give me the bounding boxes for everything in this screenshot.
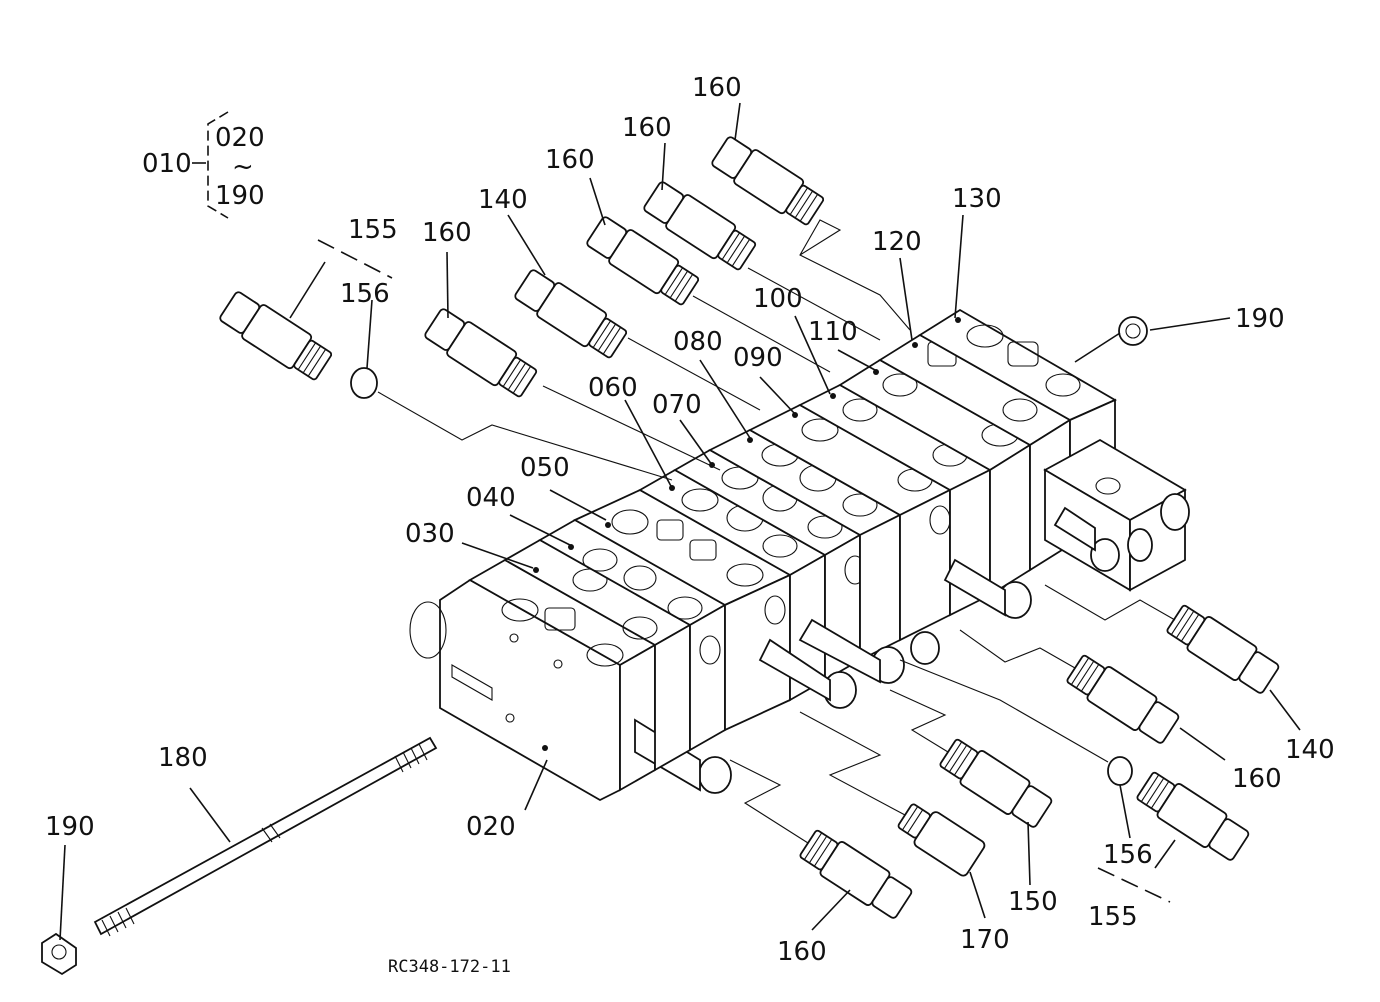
callout-120: 120: [872, 227, 922, 257]
callout-160: 160: [1232, 764, 1282, 794]
o-ring-156-bottom: [1107, 756, 1133, 786]
drawing-code: RC348-172-11: [388, 957, 511, 977]
callout-140: 140: [478, 185, 528, 215]
callout-050: 050: [520, 453, 570, 483]
callout-160: 160: [622, 113, 672, 143]
nut-190-left: [41, 932, 77, 976]
relief-valve-right-160: [1066, 654, 1180, 744]
leader-lines: [59, 102, 1301, 941]
callout-010: 010: [142, 149, 192, 179]
callout-190: 190: [45, 812, 95, 842]
relief-valve-top-3: [586, 216, 700, 306]
callout-020-range: 020: [215, 123, 265, 153]
relief-valve-150: [939, 738, 1053, 828]
callout-labels: 160 160 160 140 160 155 156 130 120 100 …: [45, 73, 1335, 967]
range-tilde: ~: [232, 152, 254, 182]
callout-160: 160: [777, 937, 827, 967]
relief-valve-right-140: [1166, 604, 1280, 694]
callout-040: 040: [466, 483, 516, 513]
assembly-range-bracket: 010 020 ~ 190: [142, 111, 265, 219]
relief-valve-bottom-160: [799, 829, 913, 919]
callout-180: 180: [158, 743, 208, 773]
callout-160: 160: [692, 73, 742, 103]
spool-caps: [758, 506, 1120, 709]
callout-060: 060: [588, 373, 638, 403]
callout-110: 110: [808, 317, 858, 347]
relief-valve-left-155: [219, 291, 333, 381]
relief-valve-140-top: [514, 269, 628, 359]
callout-190: 190: [1235, 304, 1285, 334]
section-040: [538, 518, 727, 752]
callout-150: 150: [1008, 887, 1058, 917]
o-ring-156-top: [350, 367, 378, 399]
relief-valve-top-1: [711, 136, 825, 226]
callout-155: 155: [348, 215, 398, 245]
callout-020: 020: [466, 812, 516, 842]
plug-170: [897, 803, 986, 877]
callout-155: 155: [1088, 902, 1138, 932]
callout-156: 156: [1103, 840, 1153, 870]
section-090: [748, 403, 952, 642]
relief-valve-left-160: [424, 308, 538, 398]
section-030: [503, 538, 692, 772]
callout-030: 030: [405, 519, 455, 549]
callout-090: 090: [733, 343, 783, 373]
tie-rod-180: [93, 736, 438, 937]
callout-170: 170: [960, 925, 1010, 955]
callout-070: 070: [652, 390, 702, 420]
relief-valve-right-155: [1136, 771, 1250, 861]
callout-160: 160: [545, 145, 595, 175]
callout-190-range: 190: [215, 181, 265, 211]
callout-140: 140: [1285, 735, 1335, 765]
callout-100: 100: [753, 284, 803, 314]
callout-080: 080: [673, 327, 723, 357]
nut-190-right: [1118, 316, 1148, 346]
relief-valve-top-2: [643, 181, 757, 271]
callout-160: 160: [422, 218, 472, 248]
callout-130: 130: [952, 184, 1002, 214]
callout-156: 156: [340, 279, 390, 309]
